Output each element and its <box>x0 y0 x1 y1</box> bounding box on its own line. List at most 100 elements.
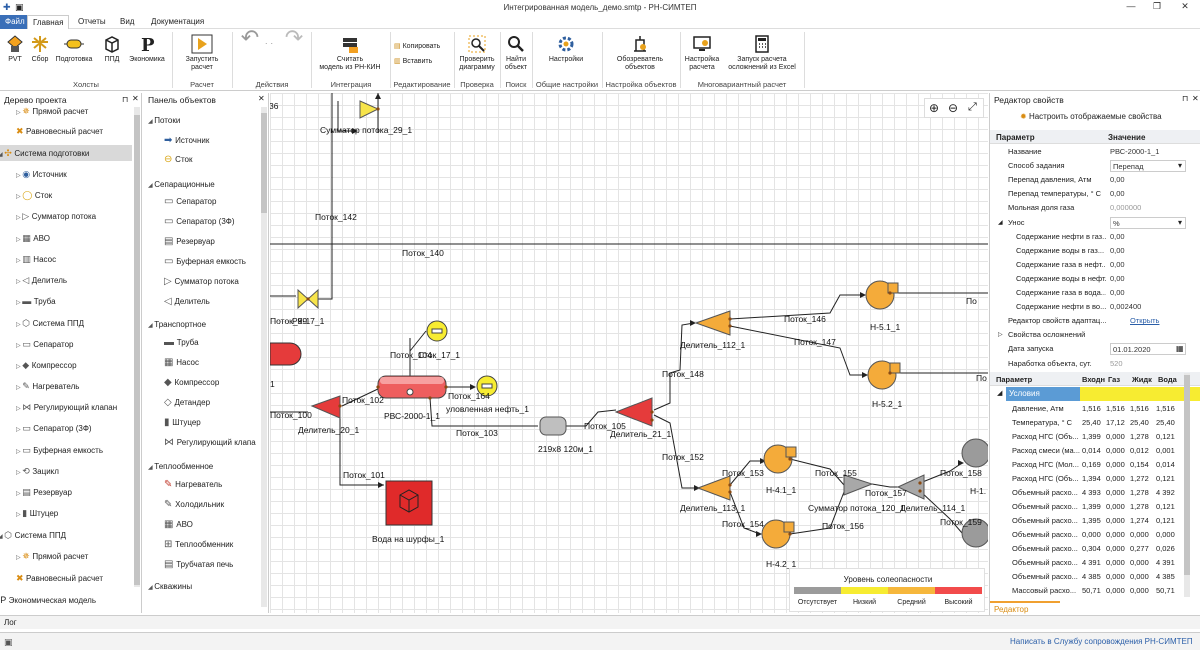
property-row[interactable]: Содержание газа в нефт...0,00 <box>990 258 1200 272</box>
tree-item[interactable]: ▷ ✵ Прямой расчет <box>16 548 88 564</box>
tree-item[interactable]: ◢ ⬡ Система ППД <box>0 527 66 543</box>
expand-arrow-icon[interactable]: ▷ <box>16 427 23 433</box>
expand-arrow-icon[interactable]: ▷ <box>16 449 23 455</box>
object-palette-item[interactable]: ▭ Буферная емкость <box>164 254 246 270</box>
chevron-down-icon[interactable]: ▾ <box>1178 217 1183 227</box>
property-value[interactable]: 0,00 <box>1110 245 1125 255</box>
label-divider-112[interactable]: Делитель_112_1 <box>680 340 746 350</box>
label-rvs-2000[interactable]: РВС-2000-1_1 <box>384 411 440 421</box>
label-pump-h41[interactable]: Н-4.1_1 <box>766 485 797 495</box>
property-value[interactable]: 0,00 <box>1110 175 1125 185</box>
label-divider-114[interactable]: Делитель_114_1 <box>900 503 966 513</box>
label-potok-146[interactable]: Поток_146 <box>784 314 826 324</box>
objects-section-header[interactable]: ◢ Сепарационные <box>148 177 215 193</box>
pin-icon[interactable]: ⊓ <box>122 95 129 104</box>
label-potok-158[interactable]: Поток_158 <box>940 468 982 478</box>
object-palette-item[interactable]: ⋈ Регулирующий клапа <box>164 435 256 451</box>
label-potok-154[interactable]: Поток_154 <box>722 519 764 529</box>
save-icon[interactable]: ▣ <box>15 2 24 12</box>
redo-button[interactable]: ↷ <box>282 27 306 49</box>
tab-documentation[interactable]: Документация <box>151 17 205 26</box>
tree-item[interactable]: ▷ ▦ АВО <box>16 230 50 246</box>
tree-item[interactable]: ▷ ◯ Сток <box>16 187 52 203</box>
label-rk-17[interactable]: РК-17_1 <box>292 316 325 326</box>
results-scrollbar[interactable] <box>1184 373 1190 597</box>
label-summator-120[interactable]: Сумматор потока_120_1 <box>808 503 905 513</box>
property-row[interactable]: Содержание воды в газ...0,00 <box>990 244 1200 258</box>
label-potok-157[interactable]: Поток_157 <box>865 488 907 498</box>
expand-arrow-icon[interactable]: ◢ <box>0 152 3 158</box>
label-pump-h52[interactable]: Н-5.2_1 <box>872 399 903 409</box>
expand-arrow-icon[interactable]: ▷ <box>16 406 23 412</box>
property-row[interactable]: Содержание воды в нефт...0,00 <box>990 272 1200 286</box>
pvt-button[interactable]: PVT <box>3 34 27 64</box>
tree-scrollbar[interactable] <box>134 107 140 587</box>
tree-item[interactable]: ▷ ◁ Делитель <box>16 272 67 288</box>
paste-button[interactable]: ▥ Вставить <box>394 58 433 65</box>
property-value[interactable]: % <box>1110 216 1186 229</box>
property-value[interactable]: Перепад <box>1110 160 1186 173</box>
menu-file[interactable]: Файл <box>0 15 30 29</box>
tree-item[interactable]: ▷ ✵ Прямой расчет <box>16 103 88 119</box>
label-divider-113[interactable]: Делитель_113_1 <box>680 503 746 513</box>
property-value[interactable]: РВС-2000-1_1 <box>1110 147 1160 156</box>
expand-arrow-icon[interactable]: ▷ <box>16 300 23 306</box>
tree-item[interactable]: ▷ ⋈ Регулирующий клапан <box>16 399 117 415</box>
property-row[interactable]: Свойства осложнений▷ <box>990 328 1200 342</box>
sbor-button[interactable]: Сбор <box>28 34 52 64</box>
ppd-button[interactable]: ППД <box>98 34 126 64</box>
property-value[interactable]: 0,000000 <box>1110 203 1142 213</box>
label-potok-142[interactable]: Поток_142 <box>315 212 357 222</box>
expand-arrow-icon[interactable]: ▷ <box>16 237 23 243</box>
tab-property-editor[interactable]: Редактор свойств <box>990 601 1060 623</box>
object-palette-item[interactable]: ◆ Компрессор <box>164 375 219 391</box>
maximize-button[interactable]: ❐ <box>1152 1 1162 11</box>
copy-button[interactable]: ▤ Копировать <box>394 43 441 50</box>
minimize-button[interactable]: — <box>1126 1 1136 11</box>
tree-item[interactable]: ▷ ▷ Сумматор потока <box>16 208 96 224</box>
object-palette-item[interactable]: ▤ Трубчатая печь <box>164 557 233 573</box>
object-palette-item[interactable]: ⊖ Сток <box>164 152 192 168</box>
objects-section-header[interactable]: ◢ Скважины <box>148 579 192 595</box>
tree-item[interactable]: ✖ Равновесный расчет <box>16 570 103 586</box>
label-potok-152[interactable]: Поток_152 <box>662 452 704 462</box>
tab-reports[interactable]: Отчеты <box>78 17 106 26</box>
fit-screen-icon[interactable]: ⤢ <box>968 101 977 113</box>
label-divider-21[interactable]: Делитель_21_1 <box>610 429 672 439</box>
expand-arrow-icon[interactable]: ▷ <box>16 512 23 518</box>
label-potok-101[interactable]: Поток_101 <box>343 470 385 480</box>
tree-item[interactable]: ▷ ▮ Штуцер <box>16 505 58 521</box>
expand-arrow-icon[interactable]: ▷ <box>16 173 23 179</box>
zoom-out-icon[interactable]: ⊖ <box>948 101 959 115</box>
property-value[interactable]: 0,00 <box>1110 273 1125 283</box>
close-icon[interactable]: ✕ <box>132 94 139 103</box>
tree-item[interactable]: ◢ ✣ Система подготовки <box>0 145 132 161</box>
property-value[interactable]: 0,00 <box>1110 259 1125 269</box>
close-button[interactable]: ✕ <box>1181 1 1189 11</box>
pin-icon[interactable]: ⊓ <box>1182 94 1189 103</box>
tree-item[interactable]: ▷ ▭ Сепаратор <box>16 336 74 352</box>
tree-item[interactable]: ▷ ▭ Буферная емкость <box>16 442 103 458</box>
object-palette-item[interactable]: ▷ Сумматор потока <box>164 274 239 290</box>
expand-arrow-icon[interactable]: ▷ <box>16 364 23 370</box>
tree-item[interactable]: ✖ Равновесный расчет <box>16 123 103 139</box>
label-potok-100[interactable]: Поток_100 <box>270 410 312 420</box>
label-potok-right-2[interactable]: По <box>976 373 987 383</box>
expand-arrow-icon[interactable]: ▷ <box>16 385 23 391</box>
conditions-row[interactable]: ◢ Условия <box>990 387 1200 401</box>
label-potok-102[interactable]: Поток_102 <box>342 395 384 405</box>
property-row[interactable]: Наработка объекта, сут.520 <box>990 357 1200 371</box>
expand-arrow-icon[interactable]: ▷ <box>16 279 23 285</box>
expand-arrow-icon[interactable]: ▷ <box>16 343 23 349</box>
tree-item[interactable]: ▷ P Экономическая модель <box>0 592 96 608</box>
label-pipe[interactable]: 219x8 120м_1 <box>538 444 594 454</box>
label-potok-103[interactable]: Поток_103 <box>456 428 498 438</box>
layout-icon[interactable]: ▣ <box>4 637 13 647</box>
